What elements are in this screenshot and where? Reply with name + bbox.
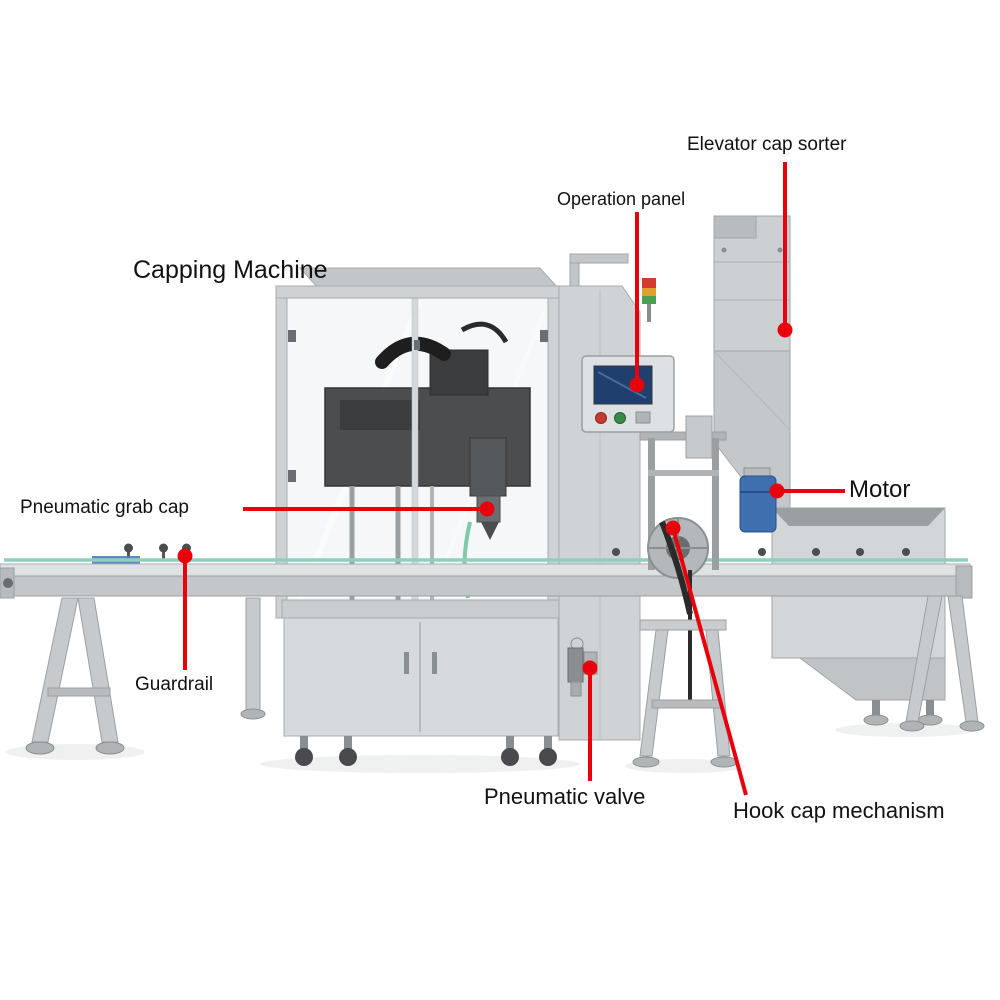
right-conveyor-legs [899, 595, 985, 732]
label-motor: Motor [849, 476, 911, 503]
pneumatic-valve-part [567, 637, 598, 697]
hook-cap-stand [632, 619, 738, 768]
label-guardrail: Guardrail [135, 674, 214, 695]
operation-panel-part [581, 355, 675, 433]
elevator-cap-sorter-part [713, 215, 946, 726]
capping-machine-body [275, 267, 561, 766]
label-hook-cap-mechanism: Hook cap mechanism [733, 798, 945, 823]
label-pneumatic-grab-cap: Pneumatic grab cap [20, 497, 189, 518]
rail-knobs-right [612, 548, 910, 556]
label-operation-panel: Operation panel [557, 189, 686, 209]
diagram-title: Capping Machine [133, 256, 328, 284]
motor-part [739, 467, 777, 533]
label-elevator-cap-sorter: Elevator cap sorter [687, 134, 847, 155]
frame-brackets [288, 330, 548, 482]
lower-cabinet [283, 617, 559, 737]
label-pneumatic-valve: Pneumatic valve [484, 784, 646, 809]
signal-tower [642, 278, 656, 322]
left-conveyor-legs [25, 597, 266, 755]
casters [295, 736, 557, 766]
